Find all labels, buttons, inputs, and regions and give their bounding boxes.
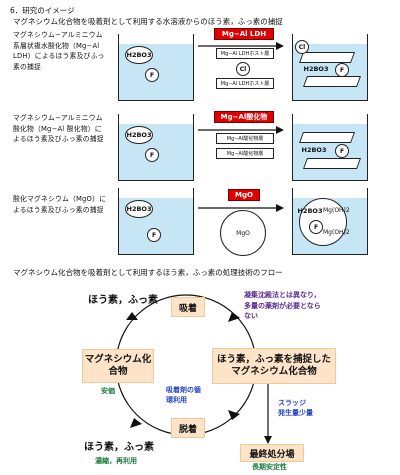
boric-ion: H2BO3	[125, 200, 153, 218]
fluoride-ion: F	[309, 220, 323, 234]
fluoride-ion: F	[335, 144, 349, 158]
row2-tank-after: H2BO3 F	[292, 114, 368, 181]
section-heading: 6．研究のイメージ	[10, 6, 75, 15]
section2-title: マグネシウム化合物を吸着剤として利用するほう素，ふっ素の処理技術のフロー	[13, 268, 283, 277]
cycle-arrowhead	[130, 418, 142, 428]
mg-hydroxide-label: Mg(OH)2	[323, 207, 350, 214]
row2-tank-before: H2BO3 F	[118, 114, 194, 181]
final-disposal-box: 最終処分場	[240, 444, 304, 462]
section1-title: マグネシウム化合物を吸着剤として利用する水溶液からのほう素，ふっ素の捕捉	[13, 17, 283, 26]
long-term-stability-note: 長期安定性	[252, 463, 287, 471]
boric-ion: H2BO3	[303, 65, 329, 73]
fluoride-ion: F	[145, 68, 159, 82]
material-label: MgO	[228, 189, 260, 201]
desorption-step: 脱着	[171, 418, 205, 438]
row2-description: マグネシウム−アルミニウム酸化物（Mg−Al 酸化物）によるほう素及びふっ素の捕…	[13, 114, 104, 144]
captured-compound-box: ほう素，ふっ素を捕捉したマグネシウム化合物	[212, 348, 336, 384]
boric-ion: H2BO3	[125, 46, 153, 64]
concentrate-reuse-note: 濃縮，再利用	[95, 457, 137, 465]
row1-tank-after: H2BO3 F Cl	[292, 34, 368, 101]
chloride-ion: Cl	[295, 40, 309, 54]
arrow-right	[198, 126, 284, 134]
cycle-arrowhead	[126, 312, 138, 320]
mgo-particle	[299, 198, 347, 246]
oxide-layer: Mg−Al酸化物層	[216, 133, 274, 144]
arrow-right	[198, 204, 284, 212]
arrow-right	[198, 42, 284, 50]
chloride-ion: Cl	[236, 62, 250, 76]
material-label: Mg−Al LDH	[214, 28, 274, 40]
row1-description: マグネシウム−アルミニウム系層状複水酸化物（Mg−Al LDH）によるほう素及び…	[13, 31, 105, 71]
boric-ion: H2BO3	[301, 146, 327, 154]
cycle-arrowhead	[228, 312, 240, 322]
material-label: Mg−Al酸化物	[214, 111, 274, 123]
sludge-note: スラッジ発生量少量	[278, 398, 313, 418]
oxide-layer: Mg−Al酸化物層	[216, 148, 274, 159]
fluoride-ion: F	[335, 63, 349, 77]
boric-ion: H2BO3	[297, 207, 323, 215]
sludge-label: スラッジ	[278, 399, 306, 407]
row1-tank-before: H2BO3 F	[118, 34, 194, 101]
down-arrowhead	[264, 436, 272, 444]
row3-tank-after: H2BO3 Mg(OH)2 F Mg(OH)2	[292, 188, 368, 255]
adsorption-step: 吸着	[171, 297, 205, 317]
host-layer: Mg−Al LDHホスト層	[216, 78, 274, 89]
row3-tank-before: H2BO3 F	[118, 188, 194, 255]
output-boron-fluorine: ほう素，ふっ素	[84, 442, 154, 453]
adsorbent-recycle-note: 吸着剤の循環利用	[166, 386, 201, 404]
host-layer: Mg−Al LDHホスト層	[216, 48, 274, 59]
fluoride-ion: F	[145, 148, 159, 162]
input-boron-fluorine: ほう素，ふっ素	[88, 295, 158, 306]
no-chemicals-note: 凝集沈殿法とは異なり，多量の薬剤が必要とならない	[244, 291, 321, 320]
cycle-arrowhead	[228, 410, 240, 420]
mg-hydroxide-label: Mg(OH)2	[323, 229, 350, 236]
mgo-particle: MgO	[220, 210, 266, 256]
sludge-amount: 発生量少量	[278, 409, 313, 418]
boric-ion: H2BO3	[125, 126, 153, 144]
row3-description: 酸化マグネシウム（MgO）によるほう素及びふっ素の捕捉	[13, 195, 107, 214]
low-cost-note: 安価	[101, 387, 115, 395]
mg-compound-box: マグネシウム化合物	[82, 349, 154, 383]
fluoride-ion: F	[147, 228, 161, 242]
